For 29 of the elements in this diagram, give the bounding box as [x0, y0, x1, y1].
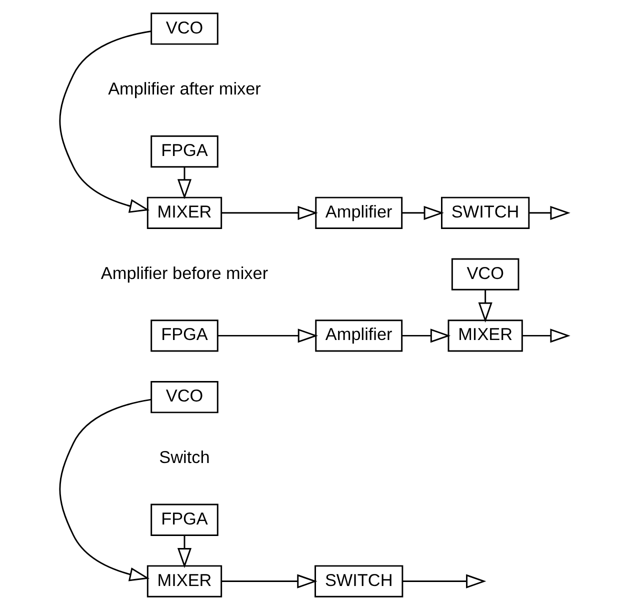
node-box: FPGA: [150, 504, 218, 536]
label: Amplifier before mixer: [100, 262, 268, 283]
label: Amplifier after mixer: [108, 78, 260, 99]
arrow: [58, 398, 151, 582]
node-box: MIXER: [447, 320, 522, 352]
node-box: MIXER: [146, 565, 222, 598]
arrow: [402, 574, 486, 588]
arrow: [220, 206, 318, 220]
node-box: SWITCH: [314, 565, 403, 598]
node-box: VCO: [150, 12, 218, 45]
arrow: [528, 206, 570, 220]
node-box: FPGA: [150, 320, 218, 352]
node-box: Amplifier: [314, 320, 402, 352]
arrow: [176, 535, 192, 568]
label: Switch: [158, 447, 210, 468]
node-box: FPGA: [150, 135, 218, 168]
arrow: [176, 167, 192, 200]
arrow: [522, 328, 570, 343]
arrow: [402, 206, 444, 220]
arrow: [478, 290, 492, 323]
node-box: VCO: [150, 381, 218, 414]
node-box: SWITCH: [440, 196, 530, 229]
arrow: [217, 328, 318, 343]
arrow: [402, 328, 450, 343]
node-box: MIXER: [146, 196, 222, 229]
node-box: Amplifier: [314, 196, 402, 229]
arrow: [58, 30, 151, 213]
arrow: [220, 574, 317, 588]
node-box: VCO: [450, 258, 519, 290]
